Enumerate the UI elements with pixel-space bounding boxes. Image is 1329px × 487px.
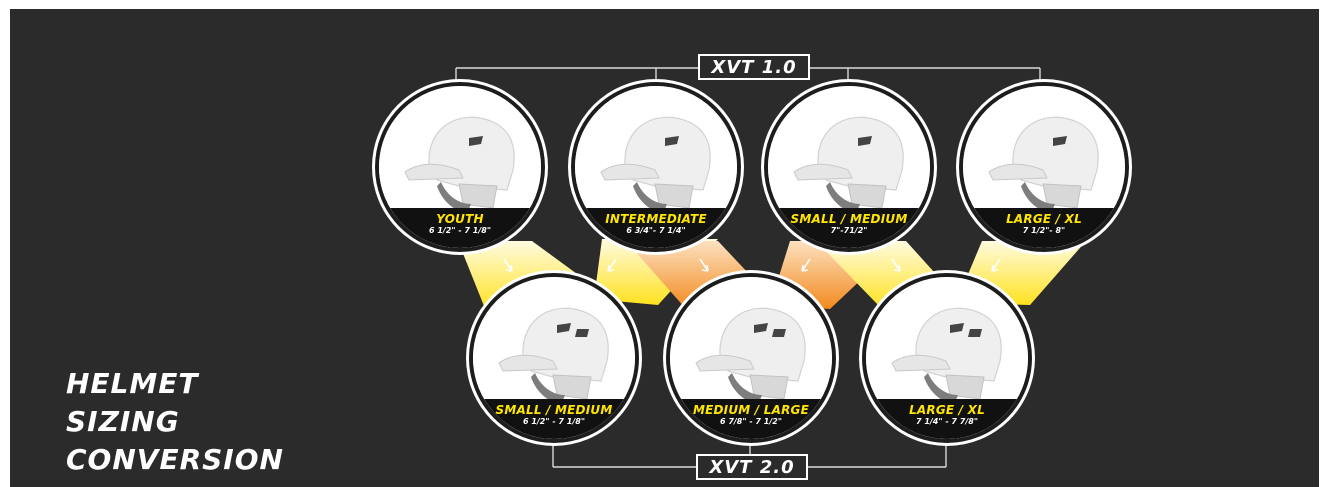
title-line: CONVERSION [66,443,284,476]
helmet-card-medium-large: MEDIUM / LARGE 6 7/8" - 7 1/2" [666,273,836,443]
size-name: SMALL / MEDIUM [790,212,908,226]
helmet-card-youth: YOUTH 6 1/2" - 7 1/8" [375,82,545,252]
size-name: LARGE / XL [1006,212,1082,226]
size-range: 6 3/4"- 7 1/4" [626,226,686,235]
sizing-graphic: XVT 1.0 XVT 2.0 YOUTH 6 1/2" - 7 1/8" [10,9,1319,487]
size-band: INTERMEDIATE 6 3/4"- 7 1/4" [575,208,737,248]
xvt2-label: XVT 2.0 [696,454,808,480]
size-band: LARGE / XL 7 1/4" - 7 7/8" [866,399,1028,439]
arrow-icon [991,258,1001,272]
size-name: INTERMEDIATE [605,212,707,226]
arrow-icon [607,258,617,272]
size-band: YOUTH 6 1/2" - 7 1/8" [379,208,541,248]
title-line: SIZING [66,405,180,438]
xvt1-label-text: XVT 1.0 [711,56,797,78]
arrow-icon [801,258,811,272]
size-name: YOUTH [436,212,484,226]
size-band: SMALL / MEDIUM 6 1/2" - 7 1/8" [473,399,635,439]
size-range: 6 1/2" - 7 1/8" [428,226,492,235]
size-range: 6 7/8" - 7 1/2" [719,417,783,426]
arrow-icon [891,258,901,272]
helmet-card-intermediate: INTERMEDIATE 6 3/4"- 7 1/4" [571,82,741,252]
size-name: LARGE / XL [909,403,985,417]
size-name: MEDIUM / LARGE [692,403,809,417]
size-band: SMALL / MEDIUM 7"-71/2" [768,208,930,248]
helmet-card-small-medium: SMALL / MEDIUM 7"-71/2" [764,82,934,252]
xvt1-label: XVT 1.0 [698,54,810,80]
xvt2-label-text: XVT 2.0 [709,456,795,478]
size-range: 7 1/4" - 7 7/8" [915,417,979,426]
helmet-card-small-medium-2: SMALL / MEDIUM 6 1/2" - 7 1/8" [469,273,639,443]
arrow-icon [503,258,513,272]
helmet-card-large-xl: LARGE / XL 7 1/2"- 8" [959,82,1129,252]
size-name: SMALL / MEDIUM [495,403,613,417]
size-range: 7"-71/2" [830,226,868,235]
arrow-icon [699,258,709,272]
size-range: 7 1/2"- 8" [1022,226,1066,235]
size-band: MEDIUM / LARGE 6 7/8" - 7 1/2" [670,399,832,439]
size-range: 6 1/2" - 7 1/8" [522,417,586,426]
title-line: HELMET [66,367,199,400]
size-band: LARGE / XL 7 1/2"- 8" [963,208,1125,248]
helmet-card-large-xl-2: LARGE / XL 7 1/4" - 7 7/8" [862,273,1032,443]
